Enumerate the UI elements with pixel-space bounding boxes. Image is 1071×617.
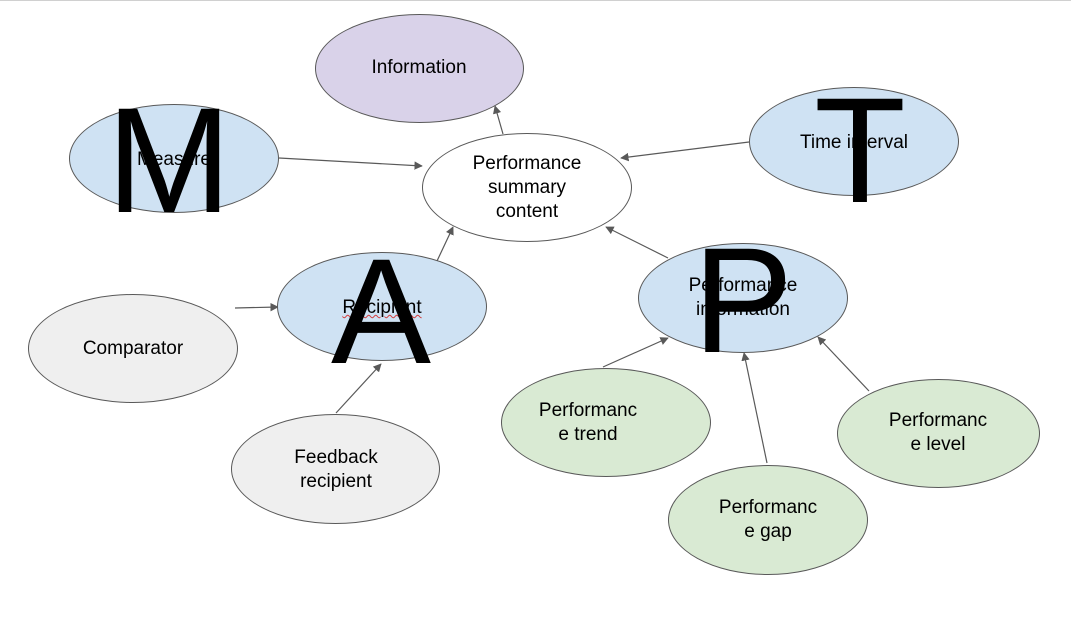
node-information — [315, 14, 524, 123]
node-feedback-recipient — [231, 414, 440, 524]
feedback-line1: Feedback — [294, 447, 378, 468]
arrow-perfinfo-to-summary — [605, 226, 669, 259]
arrow-level-to-perfinfo — [817, 336, 870, 392]
summary-line1: Performance — [472, 153, 582, 174]
node-summary — [422, 133, 632, 242]
level-line2: e level — [910, 434, 966, 455]
node-measure — [69, 104, 279, 213]
arrow-gap-to-perfinfo — [741, 352, 768, 464]
arrow-feedback-to-recipient — [335, 363, 382, 414]
node-time-interval-label: Time interval — [799, 132, 909, 153]
arrow-measure-to-summary — [278, 157, 423, 170]
node-performance-trend-label: Performanc e trend — [539, 399, 637, 447]
perf-info-line1: Performance — [688, 275, 798, 296]
node-performance-level — [837, 379, 1040, 488]
node-feedback-recipient-label: Feedback recipient — [294, 446, 377, 494]
arrow-trend-to-perfinfo — [602, 337, 669, 368]
gap-line2: e gap — [744, 521, 792, 542]
node-comparator — [28, 294, 238, 403]
trend-line1: Performanc — [538, 400, 638, 421]
node-recipient-label: Recipient — [342, 297, 422, 318]
node-performance-level-label: Performanc e level — [889, 409, 987, 457]
node-information-label: Information — [371, 57, 467, 78]
arrow-summary-to-information — [493, 105, 504, 135]
node-performance-information-label: Performance information — [689, 274, 798, 322]
perf-info-line2: information — [696, 299, 790, 320]
node-performance-trend — [501, 368, 711, 477]
node-summary-label: Performance summary content — [473, 152, 582, 224]
summary-line3: content — [495, 201, 559, 222]
arrow-time-to-summary — [620, 141, 750, 162]
node-performance-gap — [668, 465, 868, 575]
feedback-line2: recipient — [300, 471, 372, 492]
node-time-interval — [749, 87, 959, 196]
trend-line2: e trend — [558, 424, 618, 445]
arrow-comparator-to-recipient — [234, 302, 279, 312]
node-performance-gap-label: Performanc e gap — [719, 496, 817, 544]
summary-line2: summary — [487, 177, 567, 198]
arrow-recipient-to-summary — [436, 226, 454, 262]
top-divider — [0, 0, 1071, 1]
level-line1: Performanc — [888, 410, 988, 431]
node-recipient — [277, 252, 487, 361]
node-comparator-label: Comparator — [82, 338, 184, 359]
gap-line1: Performanc — [718, 497, 818, 518]
node-measure-label: Measure — [137, 149, 211, 170]
node-performance-information — [638, 243, 848, 353]
